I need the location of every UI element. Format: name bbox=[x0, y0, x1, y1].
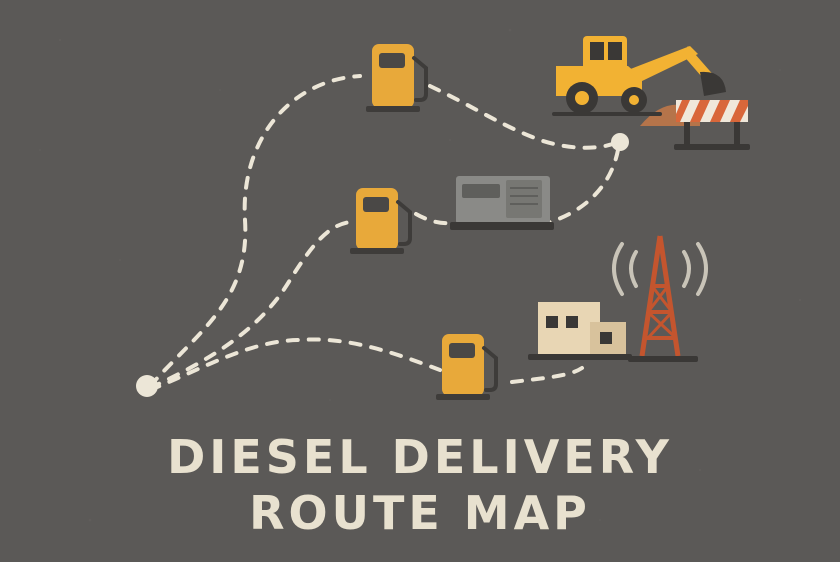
cell-tower-icon bbox=[612, 235, 708, 362]
fuel-pump-icon bbox=[350, 188, 412, 254]
route-to-cell-tower bbox=[148, 337, 584, 392]
building-icon bbox=[528, 302, 632, 360]
route-to-excavation-site bbox=[148, 74, 620, 388]
texture bbox=[39, 28, 802, 522]
generator-icon bbox=[450, 176, 554, 230]
map-title-line-2: ROUTE MAP bbox=[249, 486, 591, 540]
fuel-pump-icon bbox=[436, 334, 498, 400]
routes bbox=[148, 74, 620, 392]
route-to-generator bbox=[148, 148, 620, 390]
map-title-line-1: DIESEL DELIVERY bbox=[167, 430, 673, 484]
fuel-pump-icon bbox=[366, 44, 428, 112]
barricade-icon bbox=[674, 100, 750, 150]
waypoint-dot-icon bbox=[611, 133, 629, 151]
origin-dot-icon bbox=[136, 375, 158, 397]
